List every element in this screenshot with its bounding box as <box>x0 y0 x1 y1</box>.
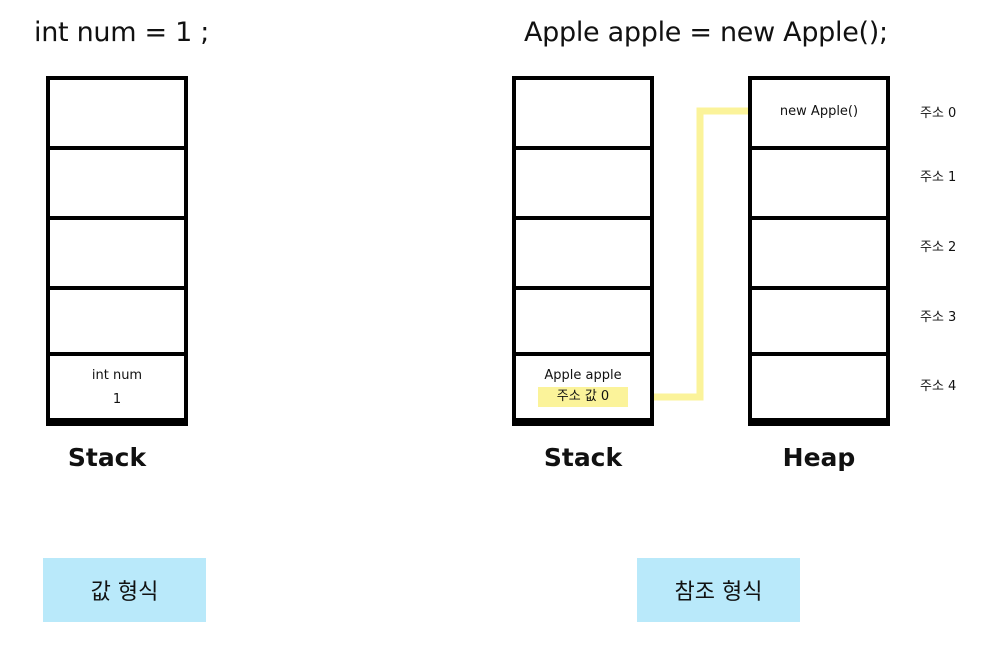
stack-cell <box>516 216 650 282</box>
value-type-badge: 값 형식 <box>43 558 206 622</box>
value-stack-caption: Stack <box>67 443 147 472</box>
heap: new Apple() <box>748 76 890 426</box>
stack-cell-apple: Apple apple <box>516 352 650 418</box>
stack-cell-num: int num 1 <box>50 352 184 418</box>
reference-type-badge: 참조 형식 <box>637 558 800 622</box>
stack-cell <box>50 286 184 352</box>
address-value-pill: 주소 값 0 <box>538 387 628 407</box>
heap-cell <box>752 146 886 212</box>
reference-stack: Apple apple <box>512 76 654 426</box>
heap-object: new Apple() <box>779 104 859 119</box>
heap-address-label: 주소 4 <box>920 379 957 394</box>
stack-var-name: Apple apple <box>544 368 622 383</box>
stack-cell <box>516 80 650 146</box>
reference-stack-caption: Stack <box>543 443 623 472</box>
stack-cell <box>50 146 184 212</box>
heap-address-label: 주소 1 <box>920 170 957 185</box>
reference-arrow-line <box>628 107 752 401</box>
value-type-code: int num = 1 ; <box>34 17 210 48</box>
heap-caption: Heap <box>782 443 856 472</box>
stack-cell <box>50 216 184 282</box>
heap-address-label: 주소 0 <box>920 106 957 121</box>
value-stack: int num 1 <box>46 76 188 426</box>
stack-var-value: 1 <box>112 392 122 407</box>
reference-type-code: Apple apple = new Apple(); <box>524 17 888 48</box>
heap-cell <box>752 286 886 352</box>
heap-cell <box>752 216 886 282</box>
stack-cell <box>516 286 650 352</box>
heap-cell-0: new Apple() <box>752 80 886 146</box>
stack-var-name: int num <box>91 368 143 383</box>
heap-address-label: 주소 2 <box>920 240 957 255</box>
heap-address-label: 주소 3 <box>920 310 957 325</box>
heap-cell <box>752 352 886 418</box>
stack-cell <box>516 146 650 212</box>
